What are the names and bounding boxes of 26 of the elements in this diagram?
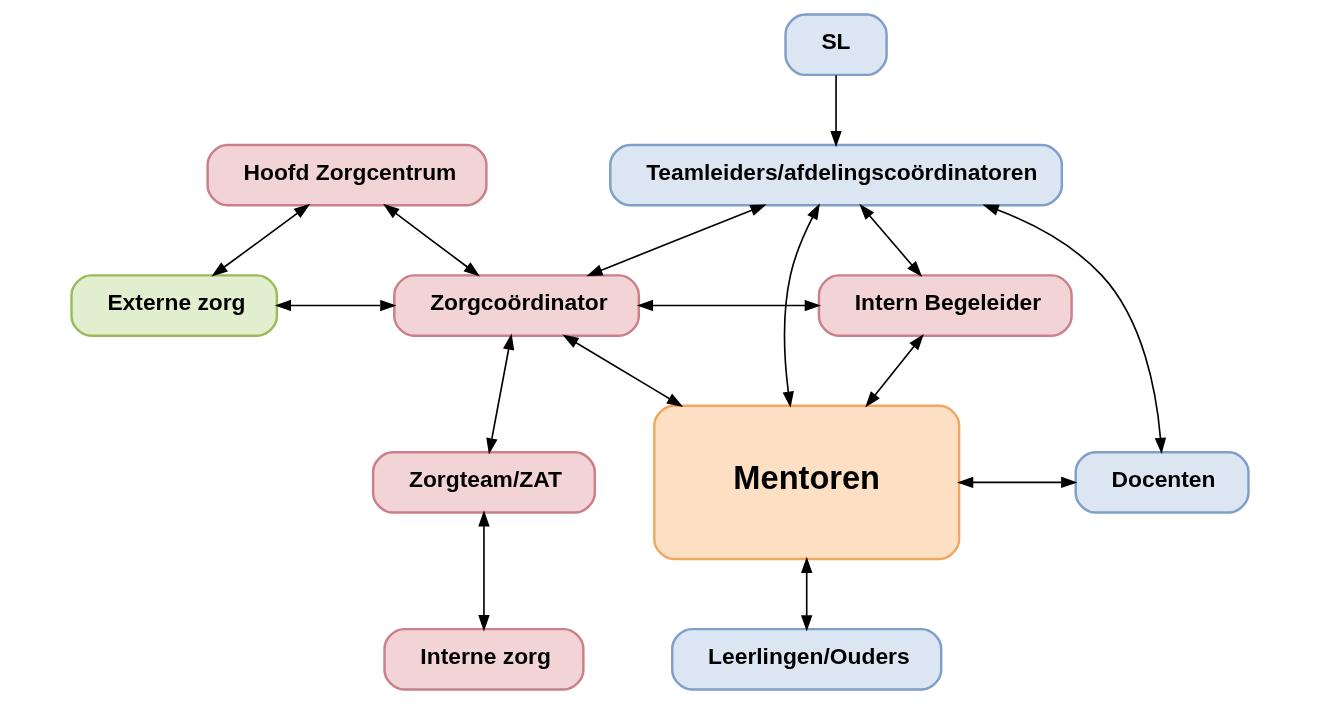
node-box: Hoofd Zorgcentrum [206, 143, 488, 207]
arrow [982, 204, 1167, 455]
arrow [586, 204, 767, 277]
arrow [274, 299, 397, 312]
arrow [383, 203, 480, 277]
node-box: Teamleiders/afdelingscoördinatoren [609, 143, 1064, 207]
arrow [956, 476, 1078, 489]
arrow [636, 299, 821, 312]
arrow [211, 203, 311, 277]
node-box: Mentoren [653, 404, 961, 561]
arrow [830, 74, 842, 148]
arrow [562, 334, 684, 407]
arrow [859, 203, 923, 278]
node-box: SL [784, 13, 888, 77]
node-box: Externe zorg [70, 274, 279, 337]
arrow [782, 203, 820, 408]
arrow [801, 556, 813, 632]
node-box: Docenten [1074, 451, 1250, 514]
node-box: Interne zorg [383, 627, 585, 691]
arrow [865, 333, 924, 408]
node-box: Zorgteam/ZAT [371, 451, 596, 514]
arrow [478, 510, 490, 632]
arrow [486, 333, 515, 455]
node-box: Intern Begeleider [817, 274, 1073, 337]
node-box: Zorgcoördinator [393, 274, 641, 337]
node-box: Leerlingen/Ouders [671, 627, 943, 691]
